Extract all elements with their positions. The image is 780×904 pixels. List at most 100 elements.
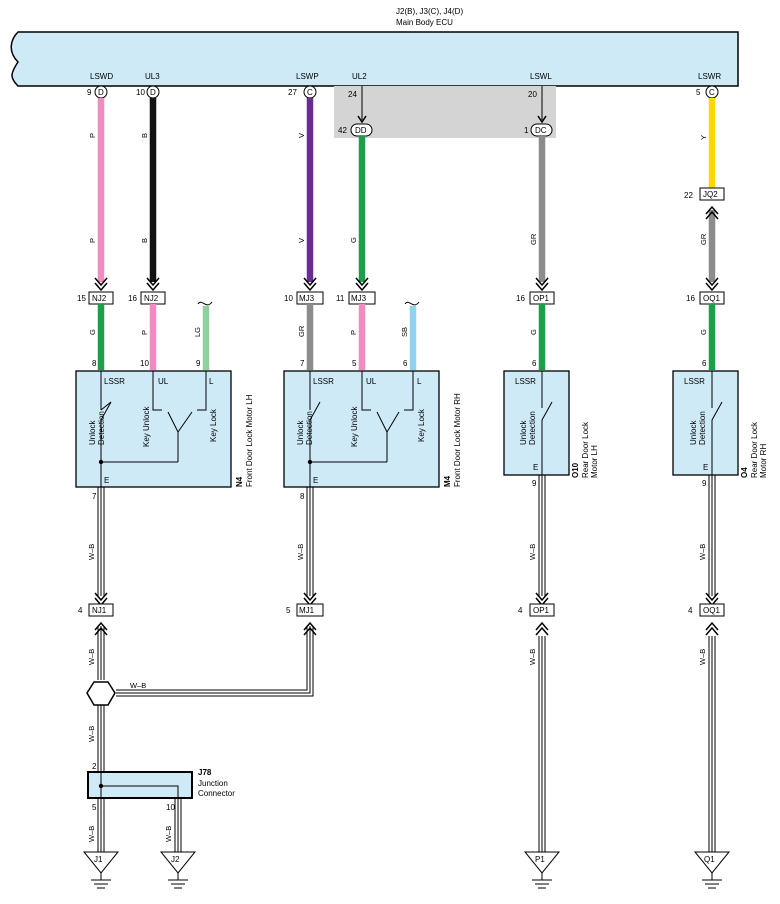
wire-color-label: G (699, 329, 708, 335)
wire-color-label: G (529, 329, 538, 335)
wire-color-label: Y (699, 135, 708, 140)
pin-number: 5 (286, 606, 291, 615)
wire-wb (116, 626, 314, 697)
junction-name-line1: Junction (198, 779, 228, 788)
wire-color-label: W–B (698, 544, 707, 560)
pin-number: 6 (403, 359, 408, 368)
pin-number: 5 (696, 88, 701, 97)
ground-points: J1 J2 P1 Q1 (82, 851, 731, 889)
pin-connector-letter: D (98, 88, 104, 97)
switch-lever (711, 401, 723, 421)
label-key-lock: Key Lock (209, 408, 218, 442)
wire-color-label: G (349, 237, 358, 243)
ecu-terminal-lswd: LSWD (90, 72, 113, 81)
term-lssr: LSSR (515, 377, 536, 386)
pin-number: 16 (516, 294, 525, 303)
pin-number: 42 (338, 126, 347, 135)
wire-color-label: B (140, 133, 149, 138)
wire-color-label: W–B (698, 649, 707, 665)
ground-label: J2 (171, 855, 180, 864)
wire-color-label: P (349, 330, 358, 335)
connector-label: MJ3 (351, 294, 367, 303)
pin-number: 2 (92, 762, 97, 771)
pin-number: 9 (87, 88, 92, 97)
term-ul: UL (158, 377, 169, 386)
wire-color-label: V (297, 133, 306, 138)
wire-color-label: GR (297, 325, 306, 337)
pin-number: 9 (196, 359, 201, 368)
motor-o10: LSSR E Unlock Detection O10 Rear Door Lo… (503, 370, 599, 478)
pin-number: 5 (92, 803, 97, 812)
connector-label: OQ1 (703, 294, 720, 303)
ecu-terminal-ul2: UL2 (352, 72, 367, 81)
motor-name-line2: Motor LH (590, 445, 599, 478)
pin-number: 10 (140, 359, 149, 368)
motor-box (503, 370, 570, 476)
label-key-unlock: Key Unlock (142, 406, 151, 447)
ecu-terminal-lswp: LSWP (296, 72, 319, 81)
motor-box (672, 370, 739, 476)
motor-n4: LSSR UL L E Unlock Detection Key Unlock … (75, 370, 254, 488)
switch-lever (541, 401, 553, 421)
ecu-terminal-lswl: LSWL (530, 72, 552, 81)
pin-number: 8 (300, 492, 305, 501)
lswl-inner-arrow (537, 115, 547, 124)
connector-label: MJ3 (299, 294, 315, 303)
ground-wires: 7 8 9 9 W–B W–B W–B W–B (87, 475, 719, 607)
connector-arrow (303, 277, 317, 292)
wire-color-label: W–B (87, 649, 96, 665)
ecu-title-connectors: J2(B), J3(C), J4(D) (396, 7, 463, 16)
motor-name-line1: Rear Door Lock (750, 421, 759, 478)
connector-label: OQ1 (703, 606, 720, 615)
connector-arrow (535, 621, 549, 636)
pin-number: 11 (336, 294, 345, 303)
connector-oq1 (699, 603, 725, 617)
label-unlock: Unlock (88, 420, 97, 445)
motor-id: O4 (740, 467, 749, 478)
wire-color-label: W–B (130, 681, 146, 690)
ground-j2: J2 (159, 851, 197, 889)
lower-connectors: 4 NJ1 5 MJ1 4 OP1 4 OQ1 (78, 603, 725, 617)
wire-wb (538, 475, 546, 596)
switch-circuit (100, 371, 207, 463)
ul2-inner-arrow (357, 115, 367, 124)
motor-name-line1: Rear Door Lock (581, 421, 590, 478)
upper-connectors: 15 NJ2 16 NJ2 10 MJ3 11 MJ3 16 OP1 16 OQ… (77, 291, 725, 305)
switch-circuit (309, 371, 414, 463)
pin-number: 4 (688, 606, 693, 615)
pin-number: 20 (528, 90, 537, 99)
pin-number: 1 (524, 126, 529, 135)
connector-nj1 (88, 603, 114, 617)
motor-o4: LSSR E Unlock Detection O4 Rear Door Loc… (672, 370, 768, 478)
wire-color-label: P (88, 238, 97, 243)
wire-color-label: V (297, 238, 306, 243)
wire-color-label: GR (699, 233, 708, 245)
wire-color-label: W–B (164, 826, 173, 842)
wire-color-label: B (140, 238, 149, 243)
connector-arrow (146, 277, 160, 292)
ecu-terminal-lswr: LSWR (698, 72, 721, 81)
term-e: E (104, 476, 109, 485)
motor-name-line2: Motor RH (759, 444, 768, 478)
connector-arrow (705, 277, 719, 292)
ground-j1: J1 (82, 851, 120, 889)
motor-name: Front Door Lock Motor RH (453, 393, 462, 487)
pin-connector-letter: D (150, 88, 156, 97)
ground-triangle-icon (523, 851, 561, 874)
pin-number: 6 (532, 359, 537, 368)
wire-wb (708, 636, 716, 852)
open-end-mark (197, 301, 213, 306)
pin-number: 5 (352, 359, 357, 368)
connector-label: NJ2 (92, 294, 107, 303)
wire-wb (97, 705, 105, 772)
pin-number: 24 (348, 90, 357, 99)
label-key-lock: Key Lock (417, 408, 426, 442)
ground-label: Q1 (704, 855, 715, 864)
wire-wb (174, 798, 182, 852)
term-e: E (703, 463, 708, 472)
connector-mj1 (296, 603, 324, 617)
pin-number: 16 (686, 294, 695, 303)
term-lssr: LSSR (104, 377, 125, 386)
wire-wb (538, 636, 546, 852)
